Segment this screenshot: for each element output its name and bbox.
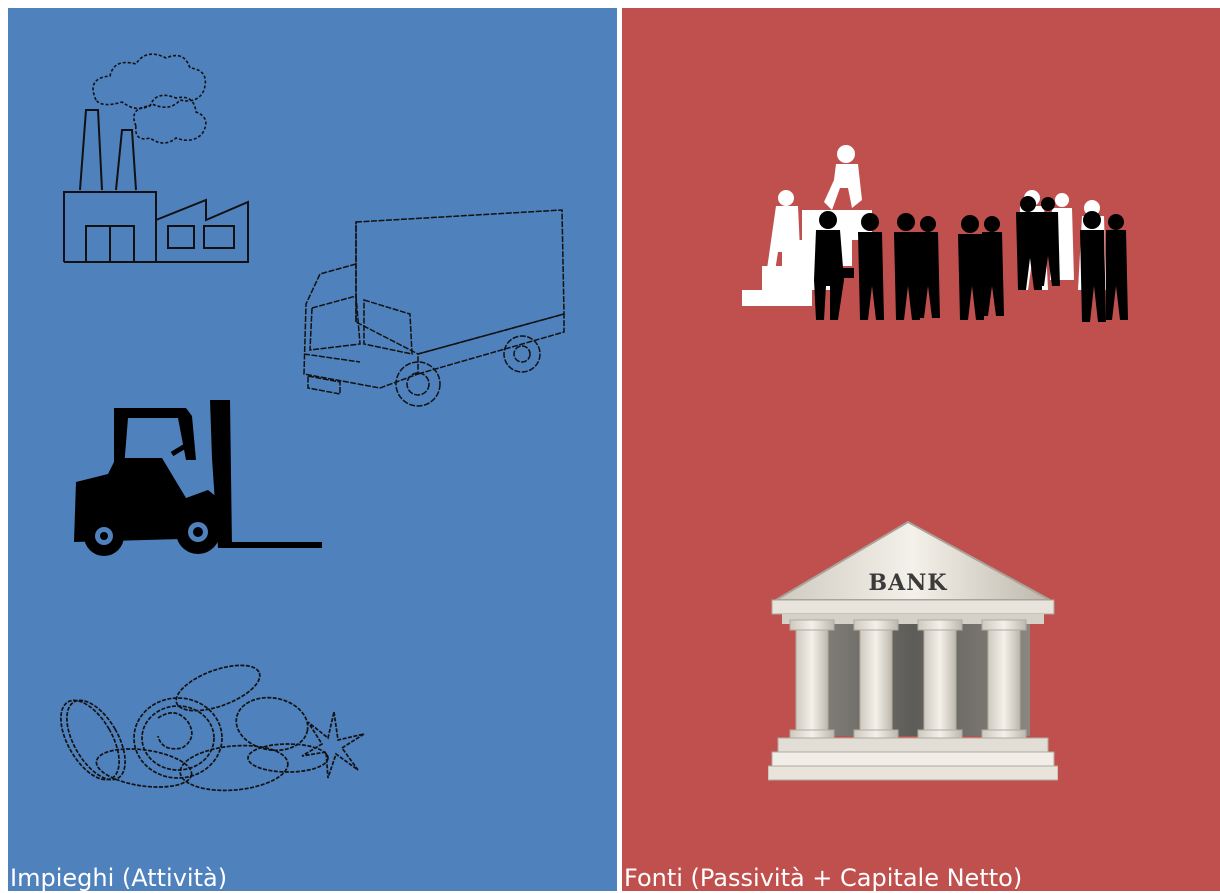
- sources-panel: BANK Fonti (Passività + Capitale Netto): [622, 8, 1220, 892]
- factory-icon: [63, 53, 249, 263]
- assets-label: Impieghi (Attività): [10, 864, 228, 892]
- forklift-icon: [74, 400, 322, 556]
- truck-icon: [303, 209, 565, 407]
- assets-panel: Impieghi (Attività): [8, 8, 617, 892]
- bank-sign: BANK: [869, 570, 948, 596]
- bank-icon: BANK: [768, 520, 1058, 781]
- business-people-icon: [742, 145, 1128, 322]
- coins-icon: [60, 664, 365, 792]
- sources-label: Fonti (Passività + Capitale Netto): [624, 864, 1023, 892]
